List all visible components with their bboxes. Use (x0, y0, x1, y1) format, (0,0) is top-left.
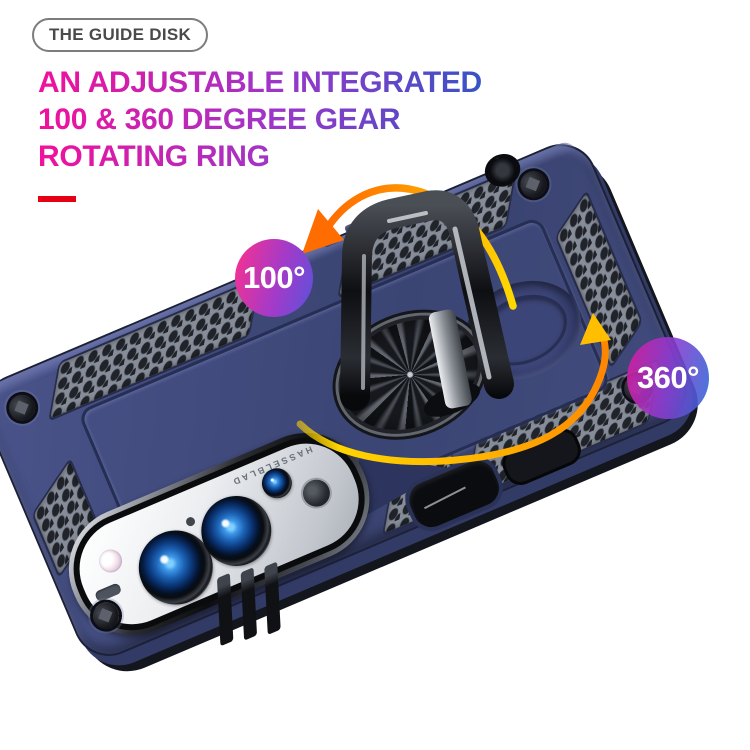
red-underline-accent (38, 196, 76, 202)
headline-line-3: ROTATING RING (38, 138, 500, 175)
arrow-100-rotation-icon (302, 184, 517, 310)
degree-badge-100-label: 100° (242, 260, 306, 295)
guide-disk-badge-label: THE GUIDE DISK (49, 25, 192, 44)
arrow-360-rotation-icon (296, 313, 611, 466)
degree-badge-360-label: 360° (636, 360, 700, 395)
headline-line-1: AN ADJUSTABLE INTEGRATED (38, 64, 500, 101)
degree-badge-360: 360° (627, 337, 709, 419)
hinge-bracket (428, 309, 472, 409)
headline: AN ADJUSTABLE INTEGRATED 100 & 360 DEGRE… (38, 64, 500, 175)
guide-disk-badge: THE GUIDE DISK (32, 18, 209, 52)
ring-band (340, 190, 514, 411)
degree-badge-100: 100° (235, 239, 313, 317)
headline-line-2: 100 & 360 DEGREE GEAR (38, 101, 500, 138)
